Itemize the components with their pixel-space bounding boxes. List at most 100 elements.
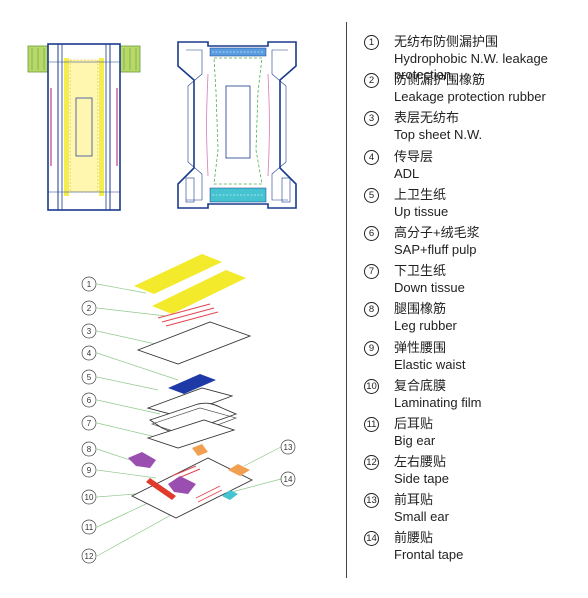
diaper-top-view-straight <box>27 43 141 211</box>
legend-label-zh: 无纺布防侧漏护围 <box>394 34 499 49</box>
callout-3 <box>81 323 97 339</box>
legend-label-en: SAP+fluff pulp <box>394 241 477 257</box>
callout-text: 10 <box>85 493 94 502</box>
callout-text: 8 <box>87 445 92 454</box>
callout-text: 11 <box>85 523 94 532</box>
small-orange-tab <box>192 444 208 456</box>
legend-label-zh: 前耳贴 <box>394 492 434 508</box>
callout-1 <box>81 276 97 292</box>
legend-item: 13 前耳贴 Small ear <box>364 492 584 530</box>
yellow-strip-left <box>64 58 69 196</box>
core-inner-window <box>75 97 93 157</box>
legend-item: 14 前腰贴 Frontal tape <box>364 530 584 568</box>
callout-11 <box>81 519 97 535</box>
callout-9 <box>81 462 97 478</box>
legend-label-zh: 下卫生纸 <box>394 263 447 279</box>
layer-12-side-tape <box>146 478 176 500</box>
callout-text: 13 <box>284 443 293 452</box>
core-window <box>225 85 251 159</box>
legend-label-en: Frontal tape <box>394 547 464 563</box>
legend-number: 4 <box>364 149 379 165</box>
legend-number: 7 <box>364 264 379 280</box>
legend-number: 5 <box>364 187 379 203</box>
layer-7-down-tissue <box>146 419 236 449</box>
diagram-area: 1 2 3 4 5 6 7 8 9 10 11 12 13 14 <box>27 41 297 564</box>
legend-number: 12 <box>364 455 379 471</box>
layer-14-frontal-tape <box>222 490 238 500</box>
legend-label-en: Hydrophobic N.W. leakage protection <box>394 51 548 82</box>
shaped-side-ear-left <box>185 177 195 203</box>
legend-item: 8 腿围橡筋 Leg rubber <box>364 301 584 339</box>
callout-5 <box>81 369 97 385</box>
legend-label-zh: 后耳贴 <box>394 415 434 431</box>
callout-4 <box>81 345 97 361</box>
legend-number: 10 <box>364 378 379 394</box>
exploded-view: 1 2 3 4 5 6 7 8 9 10 11 12 13 14 <box>81 254 296 564</box>
legend-number: 13 <box>364 493 379 509</box>
shaped-outline <box>177 41 297 209</box>
legend-label-en: Down tissue <box>394 280 465 296</box>
layer-2-red-rubber <box>157 303 219 327</box>
legend-label-en: Leg rubber <box>394 318 457 334</box>
legend-item: 11 后耳贴 Big ear <box>364 416 584 454</box>
legend-label-zh: 表层无纺布 <box>394 110 460 126</box>
layer-11-big-ear <box>168 476 196 494</box>
legend-label-zh: 传导层 <box>394 148 434 164</box>
callout-text: 2 <box>87 304 92 313</box>
callout-numbers: 1 2 3 4 5 6 7 8 9 10 11 12 13 14 <box>85 280 293 561</box>
callout-2 <box>81 300 97 316</box>
legend-label-en: Top sheet N.W. <box>394 127 483 143</box>
legend-label-en: ADL <box>394 165 420 181</box>
legend-number: 3 <box>364 111 379 127</box>
legend-item: 1 无纺布防侧漏护围 Hydrophobic N.W. leakage prot… <box>364 34 584 82</box>
callout-7 <box>81 415 97 431</box>
callout-text: 6 <box>87 396 92 405</box>
legend-item: 2 防侧漏护围橡筋 Leakage protection rubber <box>364 72 584 110</box>
layer-1-yellow-strip-a <box>134 254 222 294</box>
legend-label-zh: 上卫生纸 <box>394 186 447 202</box>
legend-item: 4 传导层 ADL <box>364 149 584 187</box>
callout-text: 1 <box>87 280 92 289</box>
layer-8-leg-rubber <box>128 452 156 468</box>
core-hourglass <box>213 57 263 185</box>
legend-item: 12 左右腰贴 Side tape <box>364 454 584 492</box>
layer-6-sap-pulp <box>148 402 238 434</box>
legend-item: 9 弹性腰围 Elastic waist <box>364 340 584 378</box>
legend-number: 8 <box>364 302 379 318</box>
legend-number: 14 <box>364 531 379 547</box>
legend-item: 10 复合底膜 Laminating film <box>364 378 584 416</box>
legend-item: 3 表层无纺布 Top sheet N.W. <box>364 110 584 148</box>
callout-8 <box>81 441 97 457</box>
layer-5-up-tissue <box>146 387 234 417</box>
callout-text: 5 <box>87 373 92 382</box>
callout-text: 12 <box>85 552 94 561</box>
legend-label-en: Big ear <box>394 432 436 448</box>
yellow-strip-right <box>99 58 104 196</box>
legend-label-zh: 左右腰贴 <box>394 454 447 470</box>
shaped-side-ear-right <box>281 177 291 203</box>
legend-label-zh: 高分子+绒毛浆 <box>394 224 480 240</box>
callout-13 <box>280 439 296 455</box>
callout-6 <box>81 392 97 408</box>
legend-list: 1 无纺布防侧漏护围 Hydrophobic N.W. leakage prot… <box>364 34 584 569</box>
chassis-outline <box>47 43 121 211</box>
pink-rubber-right <box>116 88 118 166</box>
callout-text: 4 <box>87 349 92 358</box>
layer-13-small-ear <box>228 464 250 476</box>
core-pad <box>69 59 99 193</box>
pink-rubber-left <box>50 88 52 166</box>
legend-item: 7 下卫生纸 Down tissue <box>364 263 584 301</box>
callout-14 <box>280 471 296 487</box>
frontal-tape-lines <box>195 485 223 503</box>
legend-number: 9 <box>364 340 379 356</box>
legend-label-en: Side tape <box>394 471 449 487</box>
legend-label-zh: 前腰贴 <box>394 530 434 546</box>
legend-label-zh: 弹性腰围 <box>394 339 447 355</box>
legend-label-en: Laminating film <box>394 394 482 410</box>
legend-label-zh: 防侧漏护围橡筋 <box>394 72 486 88</box>
legend-item: 5 上卫生纸 Up tissue <box>364 187 584 225</box>
legend-item: 6 高分子+绒毛浆 SAP+fluff pulp <box>364 225 584 263</box>
legend-label-en: Small ear <box>394 509 449 525</box>
layer-4-adl <box>168 374 216 394</box>
